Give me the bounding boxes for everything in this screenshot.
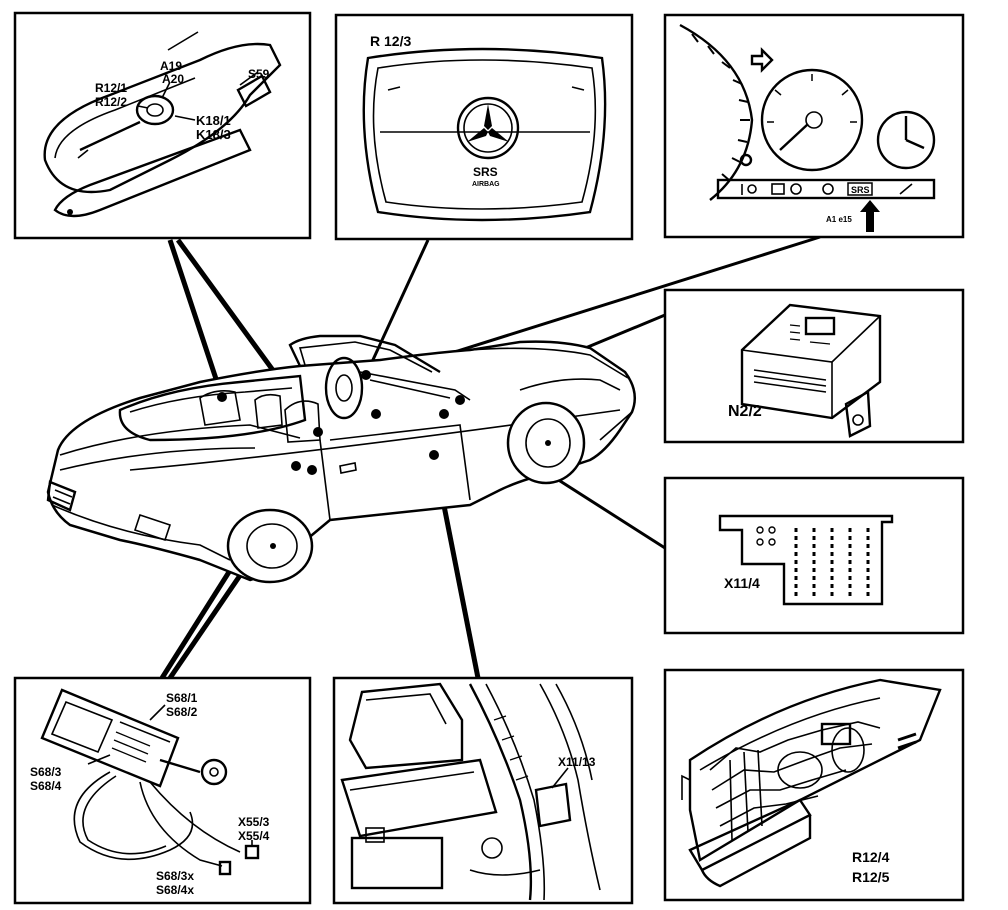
srs-emblem-text: SRS [473, 165, 498, 179]
module-label: N2/2 [728, 403, 762, 420]
label-s68-1: S68/1 [166, 691, 198, 705]
label-r12-2: R12/2 [95, 95, 127, 109]
glovebox-label-2: R12/5 [852, 869, 890, 885]
label-x55-4: X55/4 [238, 829, 270, 843]
label-a20: A20 [162, 72, 184, 86]
label-r12-1: R12/1 [95, 81, 127, 95]
panel-airbag-module: R 12/3 SRS AIRBAG [334, 13, 634, 241]
label-a19: A19 [160, 59, 182, 73]
airbag-emblem-sub: AIRBAG [472, 181, 500, 188]
panel-steering-column: A19 A20 R12/1 R12/2 S59 K18/1 K18/3 [13, 11, 312, 240]
connector-label: X11/4 [724, 575, 760, 591]
panel-control-module: N2/2 [663, 288, 965, 444]
label-s68-3: S68/3 [30, 765, 62, 779]
label-s59: S59 [248, 67, 270, 81]
label-s68-3x: S68/3x [156, 869, 194, 883]
label-k18-3: K18/3 [196, 127, 231, 142]
cluster-part-number: A1 e15 [826, 215, 852, 224]
label-s68-4x: S68/4x [156, 883, 194, 897]
airbag-title: R 12/3 [370, 33, 411, 49]
panel-footwell-connector: X11/13 [332, 676, 634, 905]
panel-buckle-switch-harness: S68/1 S68/2 S68/3 S68/4 X55/3 X55/4 S68/… [13, 676, 312, 905]
srs-warning-lamp: SRS [851, 185, 870, 195]
panel-diagnostic-connector: X11/4 [663, 476, 965, 635]
label-k18-1: K18/1 [196, 113, 231, 128]
glovebox-label-1: R12/4 [852, 849, 890, 865]
footwell-connector-label: X11/13 [558, 755, 596, 769]
label-s68-2: S68/2 [166, 705, 198, 719]
convertible-car [46, 334, 637, 584]
label-s68-4: S68/4 [30, 779, 62, 793]
panel-passenger-airbag: R12/4 R12/5 [663, 668, 965, 902]
label-x55-3: X55/3 [238, 815, 270, 829]
panel-instrument-cluster: SRS A1 e15 [663, 13, 965, 239]
